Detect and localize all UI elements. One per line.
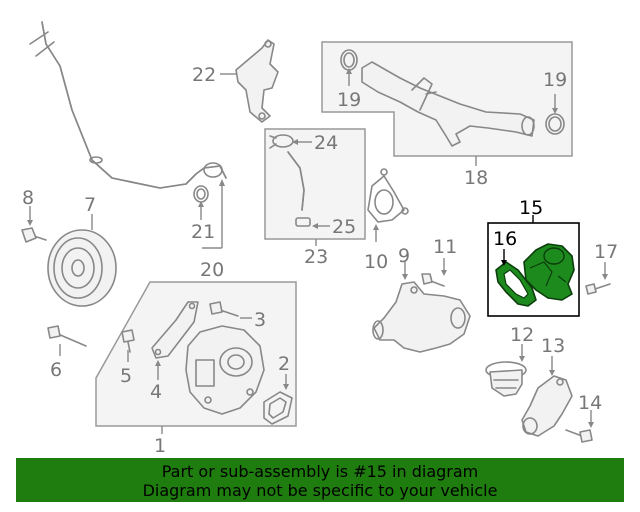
part-14-bolt[interactable] bbox=[565, 429, 593, 443]
callout-13: 13 bbox=[541, 335, 565, 357]
callout-21: 21 bbox=[191, 221, 215, 243]
callout-10: 10 bbox=[364, 251, 388, 273]
part-9-water-outlet[interactable] bbox=[372, 281, 471, 353]
part-8-bolt[interactable] bbox=[21, 227, 47, 243]
callout-19-right: 19 bbox=[543, 69, 567, 91]
arrow-12 bbox=[519, 356, 525, 362]
callout-3: 3 bbox=[254, 309, 266, 331]
part-25-clamp[interactable] bbox=[295, 217, 311, 227]
callout-14: 14 bbox=[578, 392, 602, 414]
arrow-11 bbox=[441, 270, 447, 276]
part-21-oring[interactable] bbox=[193, 185, 209, 203]
arrow-16 bbox=[501, 260, 507, 266]
part-7-pulley[interactable] bbox=[47, 229, 117, 307]
arrow-14 bbox=[588, 422, 594, 428]
arrow-21 bbox=[198, 201, 204, 207]
callout-11: 11 bbox=[433, 236, 457, 258]
arrow-24 bbox=[292, 139, 298, 145]
part-12-thermostat[interactable] bbox=[485, 361, 527, 397]
callout-18: 18 bbox=[464, 167, 488, 189]
arrow-8 bbox=[27, 220, 33, 226]
arrow-4 bbox=[155, 360, 161, 366]
callout-1: 1 bbox=[154, 435, 166, 457]
callout-20: 20 bbox=[200, 259, 224, 281]
part-3-bolt[interactable] bbox=[209, 301, 239, 317]
part-2-gasket[interactable] bbox=[263, 391, 293, 425]
arrow-2 bbox=[283, 384, 289, 390]
part-20-pipe[interactable] bbox=[29, 21, 227, 189]
part-6-bolt[interactable] bbox=[47, 325, 87, 347]
arrow-19-right bbox=[552, 108, 558, 114]
part-1-water-pump[interactable] bbox=[185, 325, 265, 415]
callout-15: 15 bbox=[519, 197, 543, 219]
arrow-25 bbox=[312, 223, 318, 229]
callout-24: 24 bbox=[314, 132, 338, 154]
callout-2: 2 bbox=[278, 353, 290, 375]
part-24-clamp[interactable] bbox=[269, 134, 294, 149]
banner-line-2: Diagram may not be specific to your vehi… bbox=[142, 481, 498, 500]
part-15-thermostat-housing[interactable] bbox=[523, 243, 575, 301]
callout-16: 16 bbox=[493, 228, 517, 250]
part-16-gasket[interactable] bbox=[495, 261, 537, 307]
arrow-20 bbox=[219, 179, 225, 186]
callout-5: 5 bbox=[120, 365, 132, 387]
arrow-19-left bbox=[346, 68, 352, 74]
part-18-hose[interactable] bbox=[361, 61, 535, 147]
callout-4: 4 bbox=[150, 381, 162, 403]
callout-23: 23 bbox=[304, 246, 328, 268]
callout-7: 7 bbox=[84, 194, 96, 216]
callout-6: 6 bbox=[50, 359, 62, 381]
callout-12: 12 bbox=[510, 324, 534, 346]
info-banner: Part or sub-assembly is #15 in diagram D… bbox=[16, 458, 624, 502]
callout-17: 17 bbox=[594, 241, 618, 263]
arrow-10 bbox=[373, 224, 379, 230]
part-17-bolt[interactable] bbox=[585, 283, 611, 295]
arrow-17 bbox=[602, 274, 608, 280]
banner-line-1: Part or sub-assembly is #15 in diagram bbox=[161, 462, 479, 481]
part-11-bolt[interactable] bbox=[421, 273, 445, 287]
part-5-bolt[interactable] bbox=[121, 329, 135, 353]
callout-19-left: 19 bbox=[337, 89, 361, 111]
callout-8: 8 bbox=[22, 187, 34, 209]
part-13-thermostat-cover[interactable] bbox=[521, 375, 573, 437]
callout-9: 9 bbox=[398, 245, 410, 267]
arrow-13 bbox=[549, 370, 555, 376]
part-22-bracket[interactable] bbox=[235, 39, 279, 123]
callout-25: 25 bbox=[332, 216, 356, 238]
part-4-bracket[interactable] bbox=[151, 301, 199, 359]
callout-22: 22 bbox=[192, 64, 216, 86]
part-23-hose[interactable] bbox=[287, 151, 305, 211]
arrow-9 bbox=[402, 274, 408, 280]
part-10-gasket[interactable] bbox=[367, 168, 409, 223]
